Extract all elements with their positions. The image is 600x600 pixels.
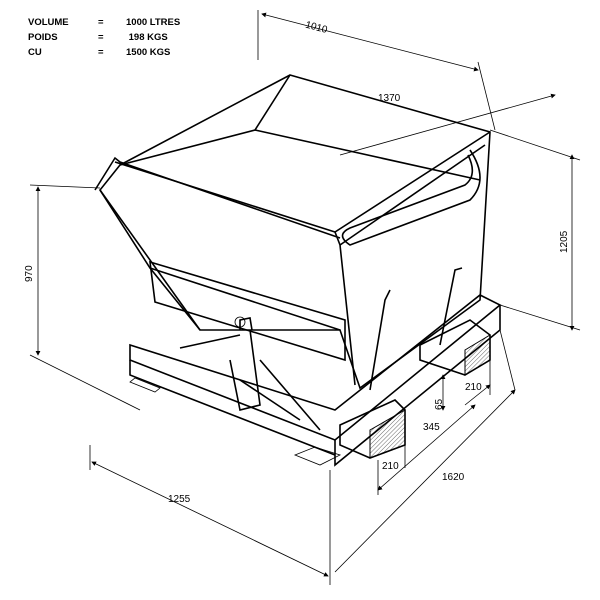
dim-block-height: 65 bbox=[434, 398, 445, 410]
dim-height-front: 970 bbox=[24, 265, 35, 282]
base-frame bbox=[129, 267, 502, 467]
dim-width-base: 1255 bbox=[168, 494, 191, 505]
dim-height-total: 1205 bbox=[559, 230, 570, 253]
hopper-body bbox=[94, 74, 491, 390]
wood-block-rear bbox=[419, 319, 491, 376]
specifications-table: VOLUME=1000 LTRES POIDS= 198 KGS CU=1500… bbox=[28, 15, 180, 60]
spec-capacity: CU=1500 KGS bbox=[28, 47, 171, 58]
dim-width-top: 1010 bbox=[304, 20, 329, 36]
dim-block-width-front: 210 bbox=[382, 461, 399, 472]
dim-length-base: 1620 bbox=[442, 472, 465, 483]
dim-block-width-rear: 210 bbox=[465, 382, 482, 393]
spec-weight: POIDS= 198 KGS bbox=[28, 32, 168, 43]
dim-length-top: 1370 bbox=[378, 93, 401, 104]
dimension-lines bbox=[29, 10, 581, 585]
spec-volume: VOLUME=1000 LTRES bbox=[28, 17, 181, 28]
dim-block-spacing: 345 bbox=[423, 422, 440, 433]
